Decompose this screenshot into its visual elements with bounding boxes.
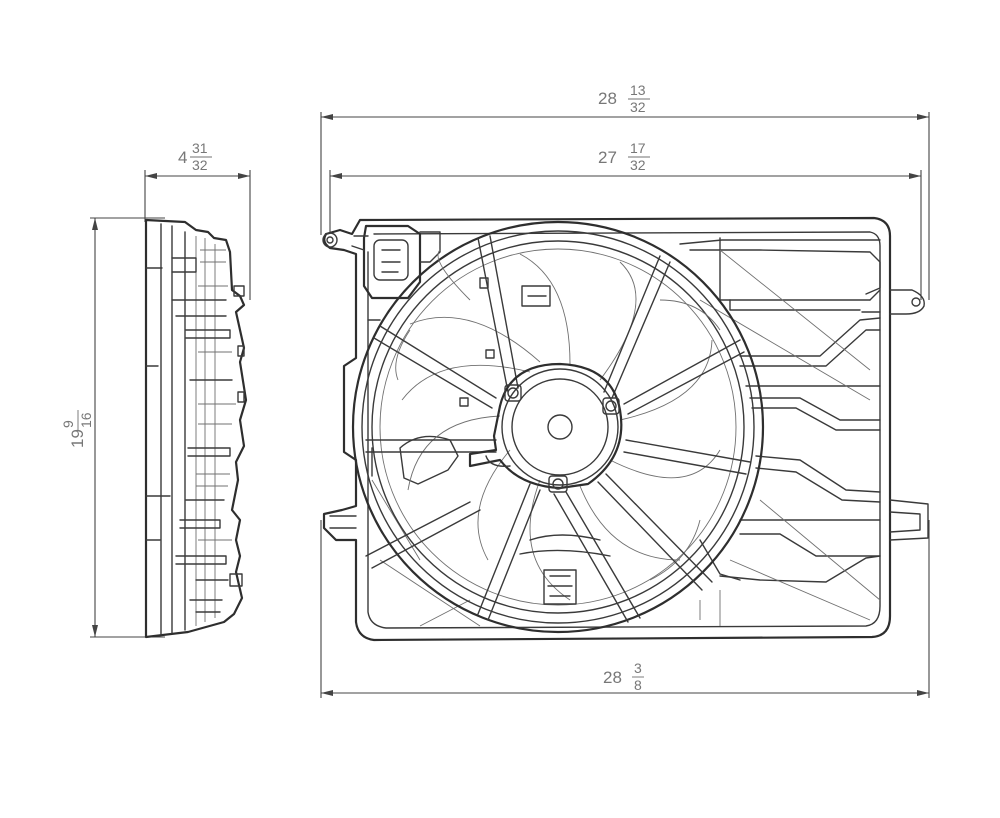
dimension-denominator: 32 <box>192 157 208 173</box>
shroud-ribs <box>679 237 881 626</box>
dimension-denominator: 32 <box>630 157 646 173</box>
shroud-frame <box>322 216 929 642</box>
fan-blades <box>395 249 721 601</box>
dimension-text: 27 <box>598 148 617 167</box>
dimension-inner-width: 27 17 32 <box>329 140 922 300</box>
motor-connector <box>351 224 441 300</box>
dimension-numerator: 31 <box>192 140 208 156</box>
dimension-numerator: 3 <box>634 660 642 676</box>
dimension-height: 19 9 16 <box>60 217 165 638</box>
fan-ring <box>351 220 765 634</box>
dimension-numerator: 13 <box>630 82 646 98</box>
dimension-text: 28 <box>598 89 617 108</box>
dimension-text: 28 <box>603 668 622 687</box>
side-view <box>144 218 248 639</box>
dimension-numerator: 9 <box>60 420 76 428</box>
ring-tabs <box>459 277 611 605</box>
dimension-bottom-width: 28 3 8 <box>320 520 930 698</box>
dimension-text: 4 <box>178 148 187 167</box>
dimension-denominator: 16 <box>78 412 94 428</box>
dimension-numerator: 17 <box>630 140 646 156</box>
dimension-text: 19 <box>68 429 87 448</box>
motor-bolts <box>504 384 620 493</box>
dimension-overall-width: 28 13 32 <box>320 82 930 300</box>
dimension-denominator: 32 <box>630 99 646 115</box>
motor-hub <box>468 362 623 490</box>
dimension-depth: 4 31 32 <box>144 140 251 300</box>
dimension-denominator: 8 <box>634 677 642 693</box>
fan-spokes <box>365 235 751 623</box>
